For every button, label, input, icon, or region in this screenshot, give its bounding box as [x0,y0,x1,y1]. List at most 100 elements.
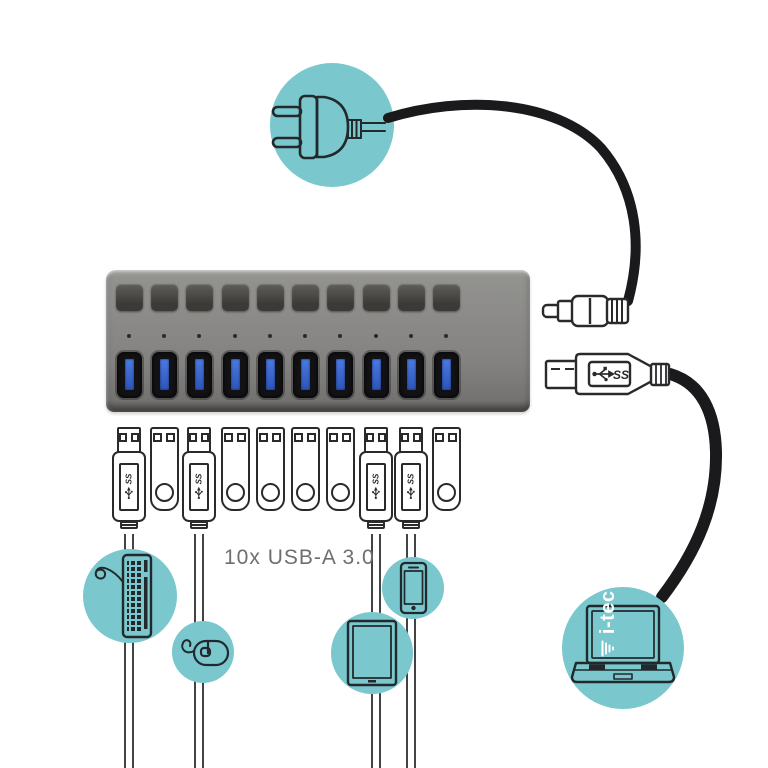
usb-flash-drive-body [431,427,461,511]
usb-flash-drive-body [149,427,179,511]
usb-drive-ring [260,483,280,502]
rib [190,524,208,529]
usb-plug-ss-text: SS [194,473,204,485]
usb-a-port [328,352,353,398]
usb-port-tongue [372,359,381,390]
usb-drive-ring [154,483,174,502]
usb-port-tongue [266,359,275,390]
power-button [292,284,319,311]
usb-drive-ring [330,483,350,502]
usb-plug-ss-text: SS [406,473,416,485]
usb-plug-metal [399,427,423,453]
usb-drive-holes [435,433,457,442]
usb-plug-hole [166,433,175,442]
power-cable [383,99,641,306]
usb3-trident-icon [372,486,380,500]
usb3-trident-icon [407,486,415,500]
usb-plug-hole [435,433,444,442]
usb-plug-hole [329,433,338,442]
usb-plug-hole [119,433,127,442]
power-button [398,284,425,311]
usb-plug-hole [237,433,246,442]
tablet-circle [331,612,413,694]
smartphone-icon [399,561,428,615]
usb-plug-hole [201,433,209,442]
power-button [433,284,460,311]
usb-plug-body: SS [394,451,428,522]
usb-a-port [399,352,424,398]
keyboard-circle [83,549,177,643]
usb-a-cable-plug: SS [394,427,428,529]
usb-b-connector-icon: SS [544,352,671,396]
usb-plug-hole [342,433,351,442]
usb-drive-ring [225,483,245,502]
usb-plug-hole [307,433,316,442]
power-button [257,284,284,311]
usb-flash-drive-body [325,427,355,511]
dc-barrel-connector-icon [541,294,630,328]
usb-port-tongue [160,359,169,390]
led-indicator [374,334,378,338]
usb-flash-drive [218,427,252,511]
usb-plug-ss-rotated: SS [125,474,134,500]
tablet-icon [346,619,398,687]
mouse-circle [172,621,234,683]
usb-plug-body: SS [112,451,146,522]
usb-port-tongue [407,359,416,390]
usb-plug-hole [259,433,268,442]
smartphone-circle [382,557,444,619]
usb-data-cable [656,368,723,603]
itec-logo-text: i-tec [596,590,619,635]
led-indicator [409,334,413,338]
usb-plug-ss-rotated: SS [372,474,381,500]
usb-hub: i-tec ´ [106,270,619,657]
usb-plug-hole [294,433,303,442]
usb-flash-drive [323,427,357,511]
usb-a-cable-plug: SS [112,427,146,529]
usb-plug-hole [153,433,162,442]
led-indicator [197,334,201,338]
usb-flash-drive-body [290,427,320,511]
usb-port-tongue [301,359,310,390]
usb-a-port [152,352,177,398]
usb-drive-holes [224,433,246,442]
led-indicator [268,334,272,338]
usb-drive-ring [295,483,315,502]
usb-a-cable-plug: SS [182,427,216,529]
usb-port-tongue [125,359,134,390]
mouse-icon [181,639,230,667]
usb-plug-hole [272,433,281,442]
led-indicator [233,334,237,338]
usb-plug-ss-label: SS [119,462,139,511]
usb-plug-hole [413,433,421,442]
usb-plug-ss-label: SS [189,462,209,511]
usb-plug-hole [378,433,386,442]
usb-plug-hole [401,433,409,442]
power-button [151,284,178,311]
device-cable [124,534,134,768]
itec-logo-tick: ´ [588,582,602,588]
usb-plug-metal [117,427,141,453]
usb-plug-ss-label: SS [366,462,386,511]
usb-a-port [187,352,212,398]
usb-a-port [434,352,459,398]
usb-drive-holes [294,433,316,442]
usb3-trident-icon [125,486,133,500]
power-plug-icon [271,94,386,160]
itec-logo: i-tec ´ [588,576,628,664]
usb-plug-strain-relief [367,518,385,529]
rib [120,524,138,529]
usb-flash-drive-body [220,427,250,511]
usb-plug-hole [189,433,197,442]
usb-port-tongue [231,359,240,390]
usb-flash-drive [147,427,181,511]
usb-plug-ss-text: SS [371,473,381,485]
usb-a-port [364,352,389,398]
usb-plug-hole [448,433,457,442]
usb-plug-ss-label: SS [401,462,421,511]
laptop-icon [570,604,676,684]
usb-b-ss-label: SS [613,368,629,382]
usb-plug-body: SS [182,451,216,522]
usb-flash-drive-body [255,427,285,511]
